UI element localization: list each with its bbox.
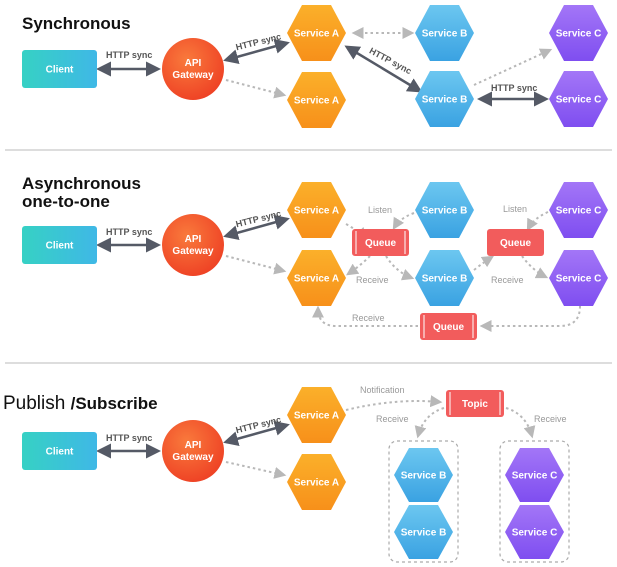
section-title-pubsub: Publish /Subscribe [3,393,158,414]
edge-label-listen: Listen [503,204,527,214]
gateway-label-line2: Gateway [172,246,214,257]
edge-label-http-sync: HTTP sync [106,227,152,237]
edge-label-http-sync: HTTP sync [235,31,282,52]
edge-queue-service-c-receive [521,255,549,279]
service-c-node [549,71,608,127]
service-c-label: Service C [512,471,558,482]
service-b-node [415,250,474,306]
edge-queue-service-a-receive [346,255,371,276]
service-b-label: Service B [401,471,447,482]
service-c-node [549,250,608,306]
edge-gateway-service-a-2 [225,79,287,99]
service-a-label: Service A [294,274,339,285]
service-b-node [415,71,474,127]
section-title-sync: Synchronous [22,14,131,33]
service-a-label: Service A [294,478,339,489]
client-label: Client [46,447,74,458]
service-c-node [505,448,564,502]
service-b-node [415,182,474,238]
edge-label-http-sync: HTTP sync [106,433,152,443]
service-b-node [394,448,453,502]
gateway-label-line2: Gateway [172,452,214,463]
edge-label-http-sync: HTTP sync [491,83,537,93]
service-c-label: Service C [556,206,602,217]
edge-service-b-service-c [473,48,553,86]
edge-label-receive: Receive [356,275,389,285]
subscriber-group-b [388,440,459,563]
service-b-label: Service B [422,29,468,40]
service-a-node [287,387,346,443]
client-node [22,50,97,88]
service-c-label: Service C [556,29,602,40]
service-a-label: Service A [294,411,339,422]
edge-label-http-sync: HTTP sync [106,50,152,60]
gateway-label-line2: Gateway [172,70,214,81]
service-b-label: Service B [422,206,468,217]
edge-label-http-sync: HTTP sync [368,46,414,77]
edge-topic-service-c [505,407,536,439]
service-c-label: Service C [556,274,602,285]
edge-topic-service-b [414,407,445,439]
service-b-node [394,505,453,559]
service-c-label: Service C [512,528,558,539]
client-node [22,432,97,470]
service-a-label: Service A [294,206,339,217]
edge-service-a-topic [345,395,443,411]
queue-label: Queue [500,238,532,249]
edge-service-a-service-b2 [344,45,423,93]
edge-label-listen: Listen [368,205,392,215]
service-b-node [415,5,474,61]
section-title-async-line1: Asynchronous [22,174,141,193]
client-label: Client [46,65,74,76]
service-b-label: Service B [401,528,447,539]
edge-gateway-service-a-2 [225,255,287,275]
edge-gateway-service-a-2 [225,461,287,479]
service-a-label: Service A [294,29,339,40]
edge-queue-bottom-service-a [312,305,418,327]
api-gateway-node [162,420,224,482]
edge-service-b-queue [473,255,495,271]
queue-node: Queue [352,229,409,256]
service-c-label: Service C [556,95,602,106]
api-gateway-node [162,214,224,276]
service-b-label: Service B [422,274,468,285]
subscriber-group-c [499,440,570,563]
api-gateway-node [162,38,224,100]
queue-label: Queue [365,238,397,249]
queue-node: Queue [420,313,477,340]
service-a-node [287,5,346,61]
queue-label: Queue [433,322,465,333]
edge-gateway-service-a [223,214,290,241]
edge-label-receive: Receive [376,414,409,424]
gateway-label-line1: API [185,234,202,245]
edge-service-c-queue-bottom [479,305,581,332]
section-title-async-line2: one-to-one [22,192,110,211]
service-b-label: Service B [422,95,468,106]
service-a-node [287,250,346,306]
edge-label-notification: Notification [360,385,405,395]
service-c-node [505,505,564,559]
service-a-node [287,454,346,510]
edge-gateway-service-a [223,38,290,65]
client-node [22,226,97,264]
service-a-node [287,182,346,238]
edge-service-b-queue-listen [392,212,415,231]
topic-label: Topic [462,399,488,410]
gateway-label-line1: API [185,440,202,451]
client-label: Client [46,241,74,252]
service-c-node [549,182,608,238]
topic-node: Topic [446,390,504,417]
edge-service-c-queue-listen [526,211,549,232]
edge-label-receive: Receive [534,414,567,424]
edge-gateway-service-a [223,420,290,447]
queue-node: Queue [487,229,544,256]
edge-label-receive: Receive [352,313,385,323]
service-a-label: Service A [294,96,339,107]
service-a-node [287,72,346,128]
edge-label-receive: Receive [491,275,524,285]
edge-queue-service-b [385,255,415,281]
gateway-label-line1: API [185,58,202,69]
service-c-node [549,5,608,61]
